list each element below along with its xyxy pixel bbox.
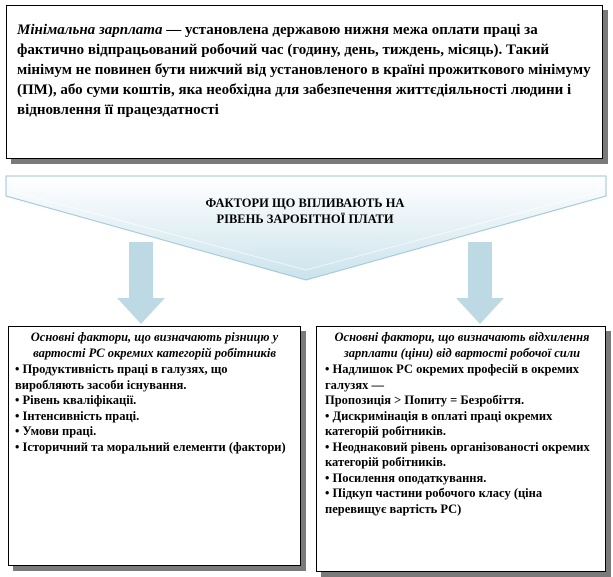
left-item: • Умови праці. xyxy=(15,424,97,438)
chevron-shape xyxy=(5,175,607,281)
left-heading: Основні фактори, що визначають різницю у… xyxy=(30,330,279,360)
definition-box: Мінімальна зарплата — установлена держав… xyxy=(6,5,603,159)
definition-term: Мінімальна зарплата xyxy=(17,22,163,38)
factors-banner xyxy=(5,175,607,281)
left-item: • Історичний та моральний елементи (факт… xyxy=(15,439,286,454)
left-item: • Інтенсивність праці. xyxy=(15,408,140,423)
banner-title-line1: ФАКТОРИ ЩО ВПЛИВАЮТЬ НА xyxy=(205,196,405,210)
right-heading: Основні фактори, що визначають відхиленн… xyxy=(334,330,590,360)
right-item: • Дискримінація в оплаті праці окремих к… xyxy=(325,408,553,439)
right-down-arrow-icon xyxy=(456,242,504,324)
right-item: Пропозиція > Попиту = Безробіття. xyxy=(325,393,525,407)
left-down-arrow-icon xyxy=(117,242,165,324)
left-item: • Рівень кваліфікації. xyxy=(15,393,137,407)
right-factors-box: Основні фактори, що визначають відхиленн… xyxy=(316,326,606,572)
right-item: • Підкуп частини робочого класу (ціна пе… xyxy=(325,486,543,516)
right-item: • Неоднаковий рівень організованості окр… xyxy=(325,439,590,470)
banner-title-line2: РІВЕНЬ ЗАРОБІТНОЇ ПЛАТИ xyxy=(216,212,394,226)
banner-title: ФАКТОРИ ЩО ВПЛИВАЮТЬ НА РІВЕНЬ ЗАРОБІТНО… xyxy=(150,195,460,227)
right-item: • Посилення оподаткування. xyxy=(325,470,487,485)
left-factors-box: Основні фактори, що визначають різницю у… xyxy=(8,326,301,566)
left-item: • Продуктивність праці в галузях, що вир… xyxy=(15,362,228,392)
right-item: • Надлишок РС окремих професій в окремих… xyxy=(325,362,580,392)
chevron-inner xyxy=(13,181,599,271)
definition-text: — установлена державою нижня межа оплати… xyxy=(17,22,591,118)
